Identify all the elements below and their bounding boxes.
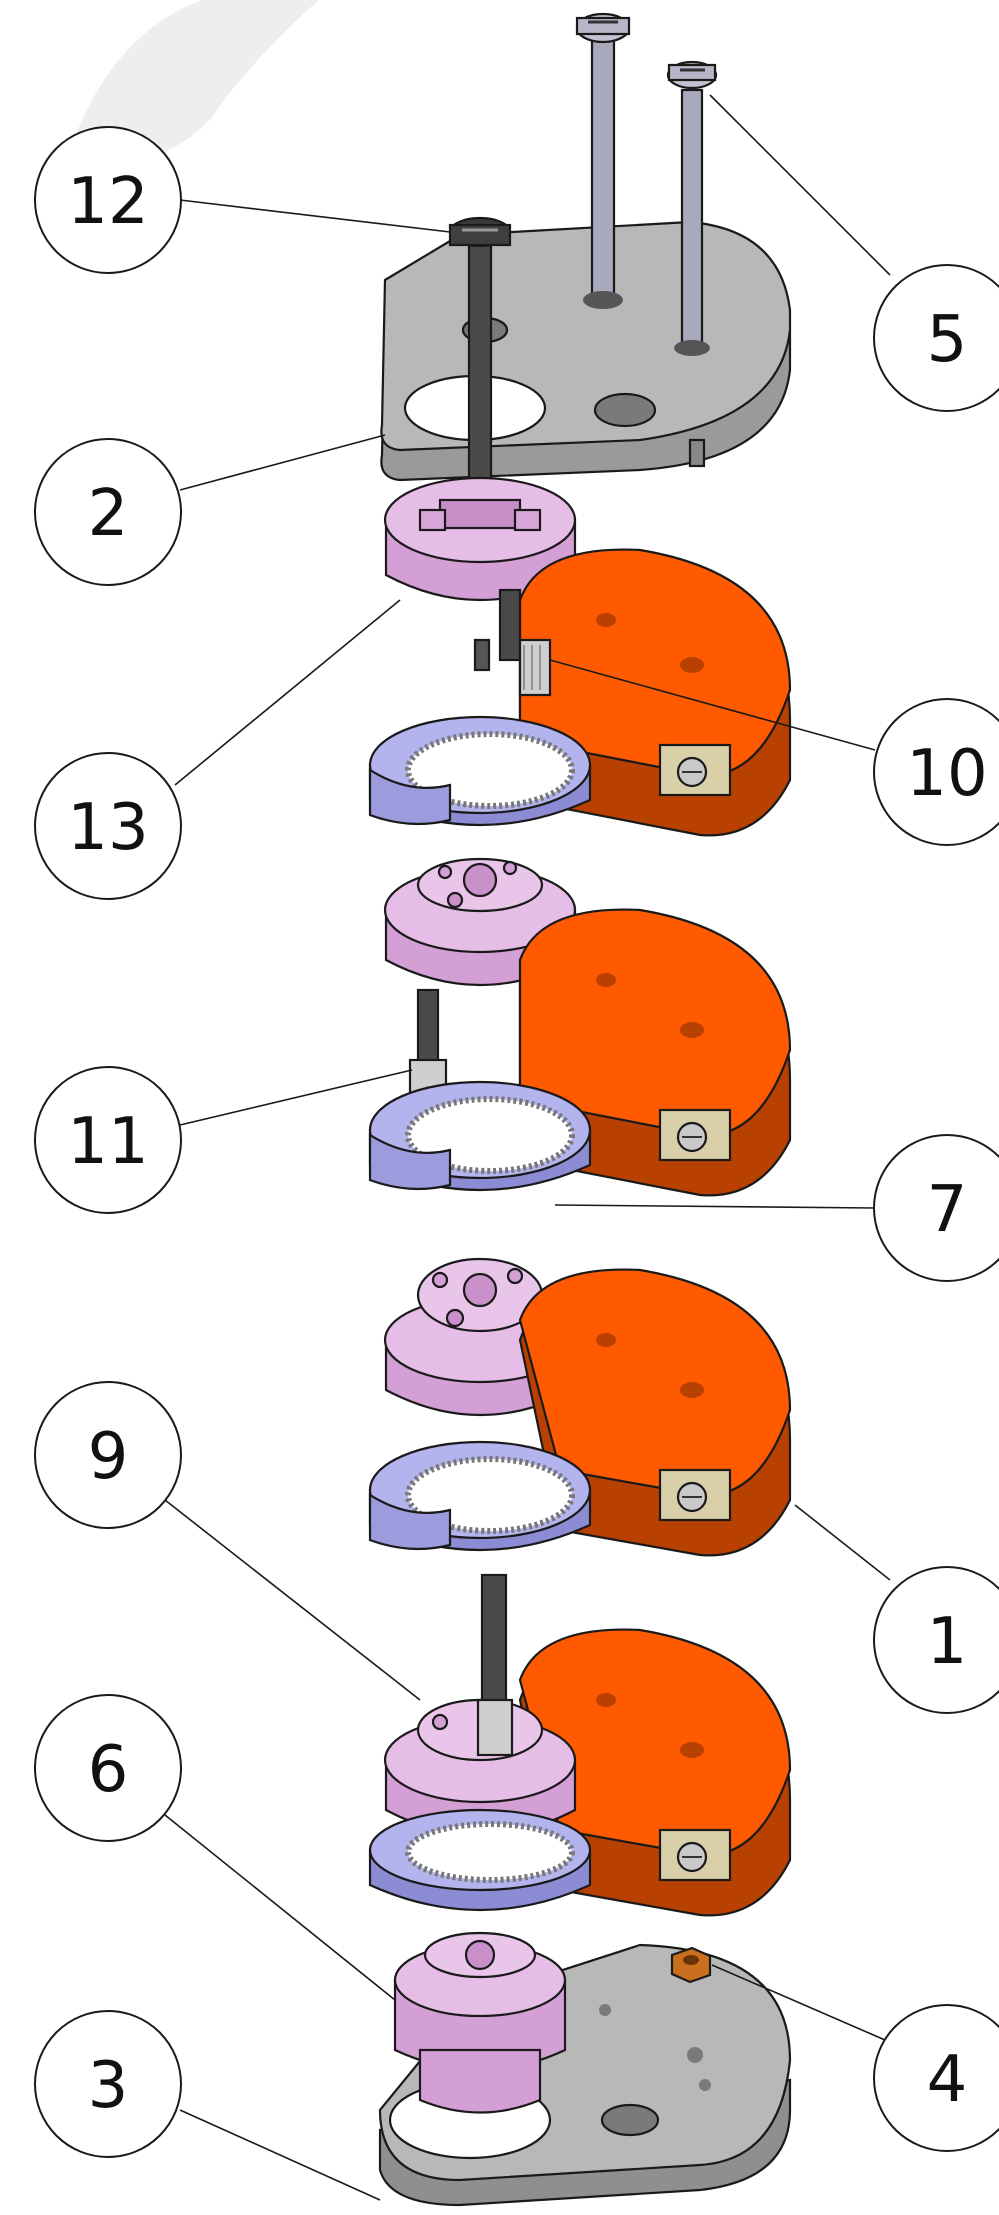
callout-label: 11	[67, 1105, 148, 1179]
hex-nut	[670, 1946, 712, 1984]
callout-11: 11	[34, 1066, 182, 1214]
orange-module-4	[518, 1628, 792, 1917]
tall-screw-right	[666, 60, 718, 356]
ring-gear-1	[368, 715, 592, 827]
pink-carrier-4	[383, 1698, 577, 1836]
callout-label: 10	[906, 737, 987, 811]
callout-9: 9	[34, 1381, 182, 1529]
callout-label: 3	[88, 2049, 129, 2123]
leader-lines	[164, 94, 891, 2201]
ring-gear-3	[368, 1440, 592, 1552]
watermark	[70, 0, 319, 160]
callout-label: 9	[88, 1420, 129, 1494]
callout-13: 13	[34, 752, 182, 900]
pinion-gear-top	[473, 588, 552, 697]
callout-label: 1	[927, 1605, 968, 1679]
pink-carrier-top	[383, 476, 577, 601]
callout-10: 10	[873, 698, 999, 846]
callout-5: 5	[873, 264, 999, 412]
callout-7: 7	[873, 1134, 999, 1282]
callout-1: 1	[873, 1566, 999, 1714]
top-plate	[380, 220, 792, 482]
callout-4: 4	[873, 2004, 999, 2152]
callout-2: 2	[34, 438, 182, 586]
plate-hole-small	[593, 392, 657, 428]
tall-screw-left	[575, 12, 631, 309]
ring-gear-2	[368, 1080, 592, 1192]
callout-label: 12	[67, 165, 148, 239]
callout-3: 3	[34, 2010, 182, 2158]
callout-12: 12	[34, 126, 182, 274]
ring-gear-4	[368, 1808, 592, 1912]
callout-label: 4	[927, 2043, 968, 2117]
pink-carrier-2	[383, 857, 577, 986]
callout-label: 6	[88, 1733, 129, 1807]
callout-label: 13	[67, 791, 148, 865]
callout-label: 2	[88, 477, 129, 551]
pink-hub	[393, 1931, 567, 2114]
callout-label: 7	[927, 1173, 968, 1247]
callout-6: 6	[34, 1694, 182, 1842]
callout-label: 5	[927, 303, 968, 377]
